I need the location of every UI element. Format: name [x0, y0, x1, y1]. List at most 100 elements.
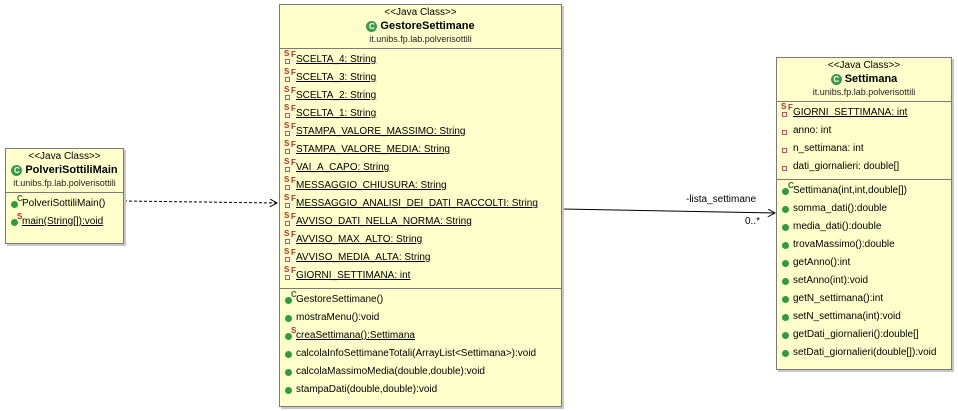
- public-method-icon: [781, 254, 793, 272]
- member-row[interactable]: getN_settimana():int: [777, 290, 951, 308]
- member-row[interactable]: somma_dati():double: [777, 200, 951, 218]
- member-row[interactable]: setDati_giornalieri(double[]):void: [777, 344, 951, 362]
- public-method-icon: [781, 236, 793, 254]
- static-method-icon: S: [10, 212, 22, 231]
- package-label: it.unibs.fp.lab.polverisottili: [369, 34, 472, 44]
- member-text: MESSAGGIO_CHIUSURA: String: [296, 180, 447, 191]
- private-field-icon: [781, 158, 793, 176]
- class-c-icon: C: [366, 20, 378, 32]
- member-row[interactable]: trovaMassimo():double: [777, 236, 951, 254]
- member-row[interactable]: media_dati():double: [777, 218, 951, 236]
- public-method-icon: [781, 326, 793, 344]
- member-row[interactable]: setN_settimana(int):void: [777, 308, 951, 326]
- constructor-icon: C: [10, 194, 23, 213]
- member-row[interactable]: getDati_giornalieri():double[]: [777, 326, 951, 344]
- member-text: VAI_A_CAPO: String: [296, 162, 390, 173]
- public-method-icon: [781, 344, 793, 362]
- member-text: stampaDati(double,double):void: [296, 384, 438, 395]
- member-row[interactable]: calcolaInfoSettimaneTotali(ArrayList<Set…: [280, 345, 561, 363]
- member-text: PolveriSottiliMain(): [22, 198, 106, 209]
- public-method-icon: [284, 345, 296, 363]
- member-text: SCELTA_1: String: [296, 108, 377, 119]
- member-text: GIORNI_SETTIMANA: int: [793, 107, 908, 118]
- member-text: n_settimana: int: [793, 143, 864, 154]
- member-text: mostraMenu():void: [296, 312, 380, 323]
- member-text: MESSAGGIO_ANALISI_DEI_DATI_RACCOLTI: Str…: [296, 198, 538, 209]
- member-text: main(String[]):void: [22, 216, 104, 227]
- member-text: getN_settimana():int: [793, 293, 884, 304]
- member-text: setN_settimana(int):void: [793, 311, 901, 322]
- member-text: dati_giornalieri: double[]: [793, 161, 900, 172]
- member-row[interactable]: dati_giornalieri: double[]: [777, 158, 951, 176]
- member-row[interactable]: calcolaMassimoMedia(double,double):void: [280, 363, 561, 381]
- public-method-icon: [781, 200, 793, 218]
- constructor-icon: C: [284, 290, 297, 309]
- member-text: AVVISO_MEDIA_ALTA: String: [296, 252, 431, 263]
- member-text: SCELTA_4: String: [296, 54, 377, 65]
- member-row[interactable]: mostraMenu():void: [280, 309, 561, 327]
- member-text: GIORNI_SETTIMANA: int: [296, 270, 411, 281]
- private-field-icon: [781, 122, 793, 140]
- stereotype-label: <<Java Class>>: [827, 60, 901, 71]
- member-text: STAMPA_VALORE_MEDIA: String: [296, 144, 450, 155]
- static-method-icon: S: [284, 326, 296, 345]
- member-row[interactable]: anno: int: [777, 122, 951, 140]
- package-label: it.unibs.fp.lab.polverisottili: [812, 87, 916, 97]
- member-text: SCELTA_2: String: [296, 90, 377, 101]
- dependency-arrow: [123, 201, 277, 203]
- member-row[interactable]: getAnno():int: [777, 254, 951, 272]
- public-method-icon: [781, 290, 793, 308]
- stereotype-label: <<Java Class>>: [28, 151, 101, 162]
- member-text: creaSettimana():Settimana: [296, 330, 415, 341]
- member-row[interactable]: setAnno(int):void: [777, 272, 951, 290]
- public-method-icon: [284, 381, 296, 399]
- member-text: Settimana(int,int,double[]): [793, 185, 907, 196]
- member-text: media_dati():double: [793, 221, 882, 232]
- private-field-icon: [781, 140, 793, 158]
- member-row[interactable]: stampaDati(double,double):void: [280, 381, 561, 399]
- member-text: AVVISO_MAX_ALTO: String: [296, 234, 423, 245]
- member-row[interactable]: n_settimana: int: [777, 140, 951, 158]
- public-method-icon: [284, 363, 296, 381]
